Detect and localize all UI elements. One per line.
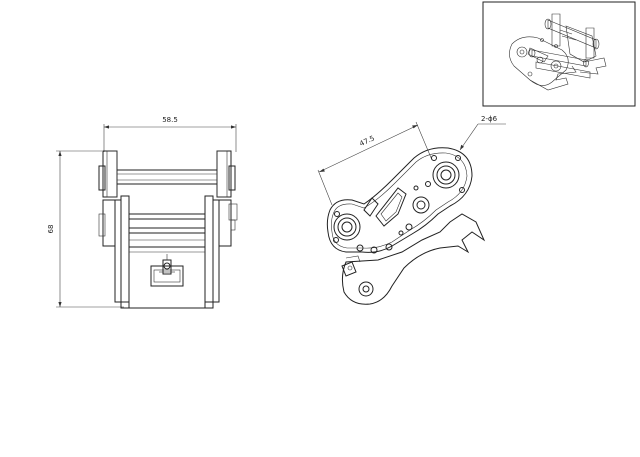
front-view: 58.5 68 [47, 116, 238, 309]
iso-view-frame [482, 1, 636, 107]
height-dimension-text: 68 [47, 225, 55, 234]
hole-callout: 2-ϕ6 [459, 115, 506, 151]
hook-jaw [341, 213, 486, 305]
side-plate [326, 147, 473, 254]
height-dimension: 68 [47, 150, 124, 308]
width-dimension-text: 58.5 [162, 116, 178, 124]
front-view-body [98, 150, 238, 309]
hole-callout-text: 2-ϕ6 [481, 115, 498, 123]
width-dimension: 58.5 [103, 116, 237, 152]
iso-view-inset [482, 1, 636, 107]
side-view: 47.5 2-ϕ6 [317, 115, 506, 305]
iso-view-model [509, 13, 607, 91]
